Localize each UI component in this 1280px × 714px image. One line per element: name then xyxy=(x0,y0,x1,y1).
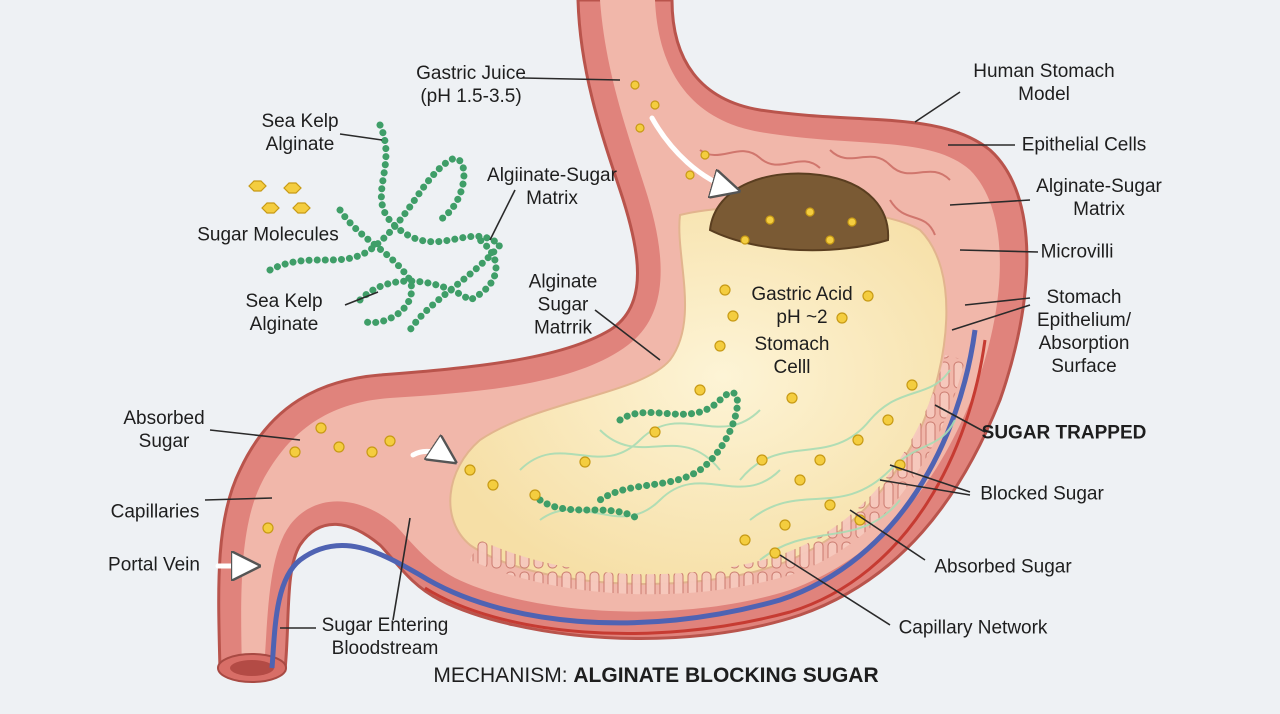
label-sea-kelp-alginate-bottom: Sea Kelp Alginate xyxy=(245,291,323,335)
caption: MECHANISM: ALGINATE BLOCKING SUGAR xyxy=(433,664,878,688)
label-capillary-network: Capillary Network xyxy=(898,617,1048,639)
label-stomach-epithelium: Stomach Epithelium/ Absorption Surface xyxy=(1037,287,1131,377)
label-epithelial-cells: Epithelial Cells xyxy=(1021,134,1147,156)
label-sea-kelp-alginate-top: Sea Kelp Alginate xyxy=(261,111,339,155)
label-stomach-cell: Stomach Celll xyxy=(754,334,830,378)
vessels xyxy=(269,329,987,669)
microvilli-band xyxy=(470,355,965,595)
sugar-molecules xyxy=(248,80,918,559)
leader-lines xyxy=(204,77,1039,629)
label-alginate-sugar-matrix-top: Algiinate-Sugar Matrix xyxy=(487,165,617,209)
label-microvilli: Microvilli xyxy=(1040,241,1114,263)
label-gastric-juice: Gastric Juice (pH 1.5-3.5) xyxy=(416,63,526,107)
label-alginate-sugar-matrik: Alginate Sugar Matrrik xyxy=(528,271,598,339)
label-absorbed-sugar-right: Absorbed Sugar xyxy=(934,556,1072,578)
label-alginate-sugar-matrix-right: Alginate-Sugar Matrix xyxy=(1036,176,1162,220)
label-capillaries: Capillaries xyxy=(110,501,200,523)
label-sugar-entering-bloodstream: Sugar Entering Bloodstream xyxy=(321,615,449,659)
label-portal-vein: Portal Vein xyxy=(108,554,200,576)
alginate-chains xyxy=(266,121,741,524)
label-sugar-trapped: SUGAR TRAPPED xyxy=(981,422,1147,444)
label-human-stomach-model: Human Stomach Model xyxy=(973,61,1115,105)
flow-arrows xyxy=(215,115,735,566)
label-blocked-sugar: Blocked Sugar xyxy=(980,483,1104,505)
caption-prefix: MECHANISM: xyxy=(433,664,574,687)
label-absorbed-sugar-left: Absorbed Sugar xyxy=(123,408,205,452)
label-sugar-molecules: Sugar Molecules xyxy=(197,224,339,246)
caption-emphasis: ALGINATE BLOCKING SUGAR xyxy=(573,664,879,687)
label-gastric-acid: Gastric Acid pH ~2 xyxy=(751,284,853,328)
food-bolus xyxy=(708,172,890,252)
